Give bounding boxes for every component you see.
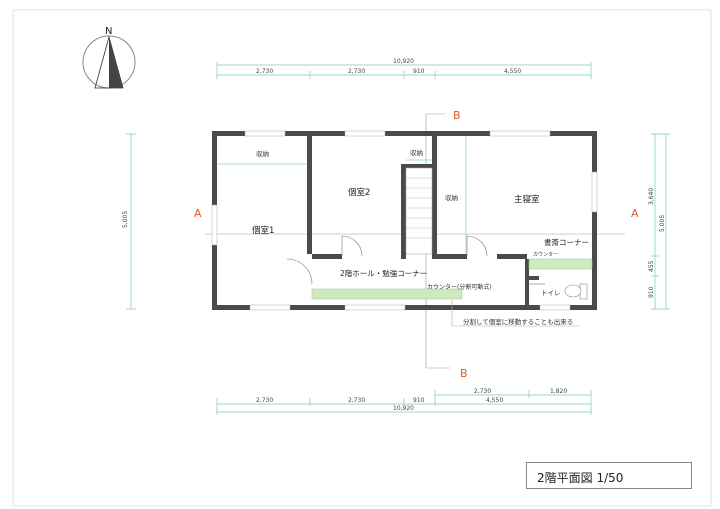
dim-right-part-3: 910: [648, 286, 655, 298]
storage-lines: [217, 136, 467, 254]
dim-bottom-4: 4,550: [486, 397, 503, 404]
right-dimensions: 3,640 455 910 5,005: [648, 133, 670, 310]
north-label: N: [105, 26, 112, 37]
note-leader: [451, 300, 580, 327]
toilet-fixture-icon: [564, 283, 588, 300]
left-dimension: 5,005: [122, 133, 136, 310]
staircase: [405, 167, 433, 255]
dim-bottom-1: 2,730: [256, 397, 273, 404]
dim-top-2: 2,730: [348, 68, 365, 75]
dim-top-4: 4,550: [504, 68, 521, 75]
study-counter: [528, 258, 593, 270]
room-label-toilet: トイレ: [541, 289, 561, 297]
room-label-hall: 2階ホール・勉強コーナー: [340, 268, 427, 278]
dim-total-top: 10,920: [393, 58, 414, 65]
bottom-dimensions: 2,730 1,820 2,730 2,730 910 4,550 10,920: [216, 388, 592, 415]
section-b-bottom: B: [460, 367, 468, 380]
doors: [286, 235, 545, 285]
counter-label-hall: カウンター(分割可動式): [427, 283, 492, 291]
dim-right-height: 5,005: [659, 215, 666, 232]
room-label-master: 主寝室: [514, 194, 540, 205]
note-text: 分割して個室に移動することも出来る: [463, 317, 573, 326]
counter-label-small: カウンター: [533, 251, 558, 258]
section-b-top: B: [453, 109, 461, 122]
drawing-title-box: 2階平面図 1/50: [526, 462, 692, 489]
dim-left-height: 5,005: [122, 211, 129, 228]
dim-top-3: 910: [413, 68, 425, 75]
room-label-room1: 個室1: [252, 225, 274, 236]
storage-label-3: 収納: [445, 193, 458, 202]
storage-label-2: 収納: [410, 148, 423, 157]
dim-bottom-upper-1: 2,730: [474, 388, 491, 395]
dim-right-part-2: 455: [648, 260, 655, 272]
dim-bottom-upper-2: 1,820: [550, 388, 567, 395]
drawing-title: 2階平面図 1/50: [537, 471, 624, 485]
section-a-right: A: [631, 207, 639, 220]
hall-counter: [311, 288, 463, 300]
section-a-left: A: [194, 207, 202, 220]
walls: [212, 131, 597, 310]
room-label-study: 書斎コーナー: [544, 237, 589, 247]
windows: [211, 130, 598, 311]
north-arrow-icon: N: [82, 26, 136, 89]
top-dimensions: 10,920 2,730 2,730 910 4,550: [216, 58, 592, 79]
dim-bottom-3: 910: [413, 397, 425, 404]
dim-top-1: 2,730: [256, 68, 273, 75]
dim-total-bottom: 10,920: [393, 405, 414, 412]
drawing-frame: [12, 9, 712, 507]
dim-bottom-2: 2,730: [348, 397, 365, 404]
storage-label-1: 収納: [256, 149, 269, 158]
room-label-room2: 個室2: [348, 187, 370, 198]
dim-right-part-1: 3,640: [648, 188, 655, 205]
